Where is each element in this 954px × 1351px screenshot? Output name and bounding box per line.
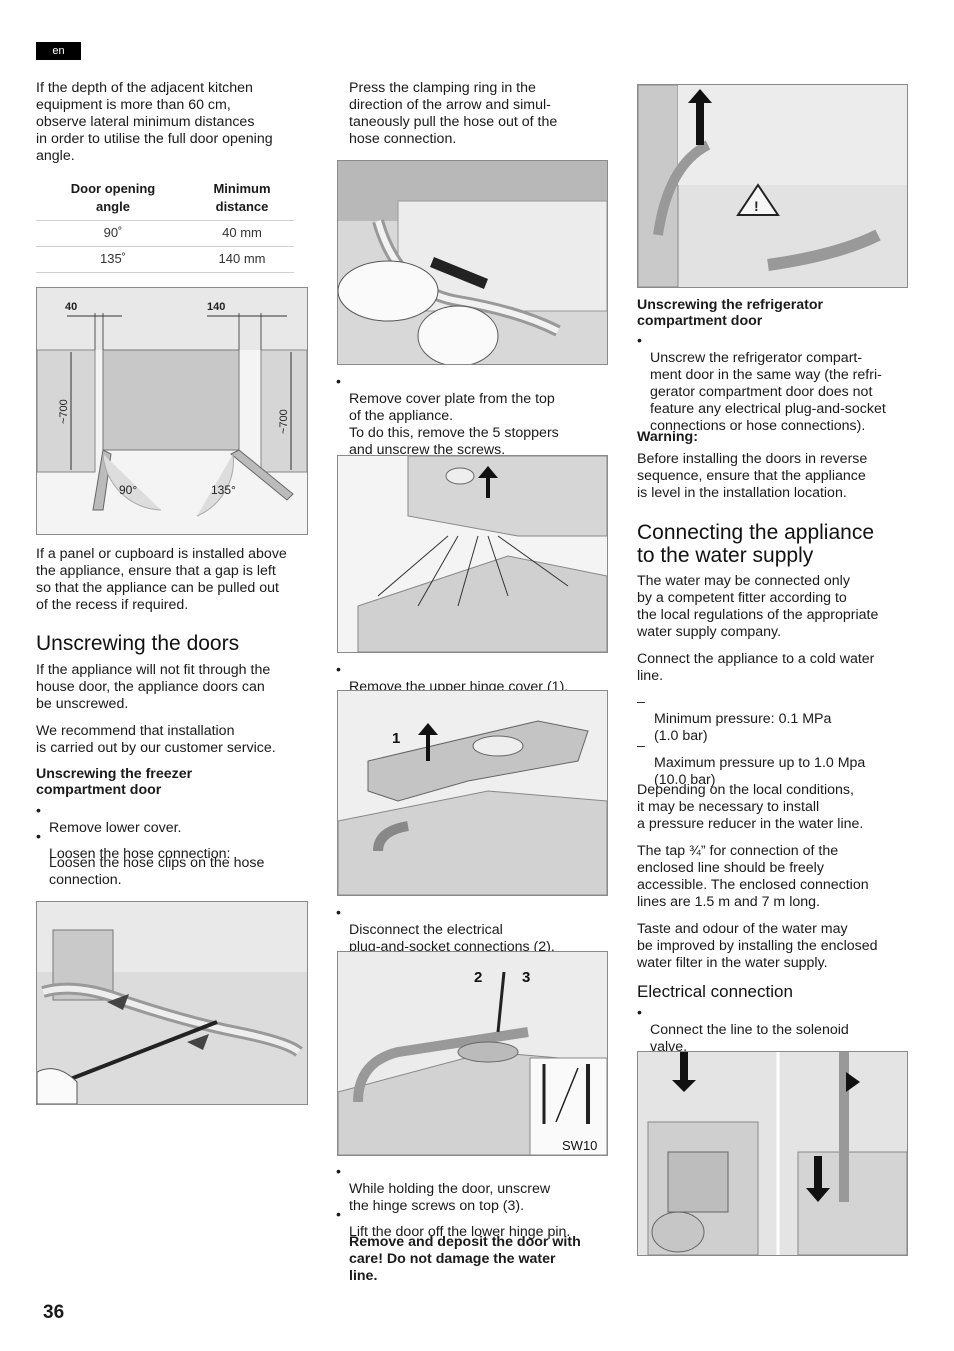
list-item: –Minimum pressure: 0.1 MPa (1.0 bar)	[637, 694, 832, 745]
table-row: 135˚ 140 mm	[36, 246, 294, 273]
water-paragraph-1: The water may be connected only by a com…	[637, 573, 879, 640]
height-left-label: ~700	[58, 399, 70, 424]
table-header-row: Door opening angle Minimum distance	[36, 178, 294, 221]
door-warning-bold: Remove and deposit the door with care! D…	[349, 1234, 581, 1284]
table-header-distance: Minimum distance	[213, 181, 271, 214]
water-paragraph-3: Depending on the local conditions, it ma…	[637, 782, 864, 832]
bullet-icon: •	[36, 803, 41, 819]
water-paragraph-2: Connect the appliance to a cold water li…	[637, 651, 875, 684]
cover-plate-illustration	[337, 455, 608, 653]
clearance-diagram: 40 140 ~700 ~700 90° 135°	[36, 287, 308, 535]
distance-table: Door opening angle Minimum distance 90˚ …	[36, 178, 294, 273]
bullet-text: Maximum pressure up to 1.0 Mpa (10.0 bar…	[654, 755, 866, 788]
bullet-icon: •	[336, 662, 341, 678]
heading-electrical: Electrical connection	[637, 982, 793, 1001]
freezer-subheading: Unscrewing the freezer compartment door	[36, 766, 193, 798]
table-cell: 40 mm	[190, 220, 294, 247]
bullet-text: Lift the door off the lower hinge pin.	[349, 1224, 571, 1240]
dash-icon: –	[637, 738, 645, 754]
fridge-door-illustration: !	[637, 84, 908, 288]
panel-note: If a panel or cupboard is installed abov…	[36, 546, 287, 613]
page-number: 36	[43, 1302, 65, 1323]
svg-text:!: !	[754, 198, 759, 214]
hose-note: Loosen the hose clips on the hose connec…	[49, 855, 265, 888]
list-item: • Unscrew the refrigerator compart- ment …	[637, 333, 886, 435]
clearance-diagram-svg: 40 140 ~700 ~700 90° 135°	[37, 288, 307, 517]
cover-plate-svg	[357, 456, 607, 652]
bullet-text: Unscrew the refrigerator compart- ment d…	[650, 350, 886, 434]
heading-water-supply: Connecting the appliance to the water su…	[637, 521, 875, 567]
bullet-icon: •	[336, 1207, 341, 1223]
list-item: • Remove cover plate from the top of the …	[336, 374, 559, 459]
clamp-paragraph: Press the clamping ring in the direction…	[349, 80, 558, 147]
bullet-text: Minimum pressure: 0.1 MPa (1.0 bar)	[654, 711, 832, 744]
bullet-text: Connect the line to the solenoid valve.	[650, 1022, 849, 1055]
height-right-label: ~700	[278, 409, 290, 434]
bullet-text: While holding the door, unscrew the hing…	[349, 1181, 551, 1214]
bullet-text: Remove lower cover.	[49, 820, 182, 836]
bullet-icon: •	[637, 1005, 642, 1021]
connector-illustration: 2 3 SW10	[337, 951, 608, 1156]
dash-icon: –	[637, 694, 645, 710]
dim-left-label: 40	[65, 301, 77, 313]
connector-svg: 2 3 SW10	[338, 969, 607, 1155]
table-header-angle: Door opening angle	[70, 181, 156, 214]
table-cell: 140 mm	[190, 246, 294, 273]
bullet-text: Remove cover plate from the top of the a…	[349, 391, 559, 458]
list-item: • While holding the door, unscrew the hin…	[336, 1164, 551, 1215]
fridge-subheading: Unscrewing the refrigerator compartment …	[637, 297, 824, 329]
clamp-ring-svg	[338, 161, 607, 364]
bullet-text: Loosen the hose connection:	[49, 846, 231, 862]
bullet-icon: •	[336, 905, 341, 921]
list-item: • Loosen the hose connection:	[36, 829, 231, 863]
bullet-icon: •	[336, 1164, 341, 1180]
language-badge: en	[36, 42, 81, 60]
angle-left-label: 90°	[119, 483, 137, 497]
intro-paragraph: If the depth of the adjacent kitchen equ…	[36, 80, 273, 164]
table-row: 90˚ 40 mm	[36, 220, 294, 247]
hose-clip-svg	[37, 902, 307, 1104]
bullet-icon: •	[36, 829, 41, 845]
figure-label-sw10: SW10	[562, 1138, 597, 1153]
warning-label: Warning:	[637, 429, 698, 445]
figure-label-2: 2	[474, 969, 482, 986]
list-item: –Maximum pressure up to 1.0 Mpa (10.0 ba…	[637, 738, 866, 789]
figure-label-1: 1	[392, 730, 400, 747]
hinge-cover-illustration: 1	[337, 690, 608, 896]
hose-clip-illustration	[36, 901, 308, 1105]
bullet-icon: •	[336, 374, 341, 390]
water-paragraph-4: The tap ¾” for connection of the enclose…	[637, 843, 869, 910]
fridge-door-svg: !	[638, 85, 907, 287]
warning-text: Before installing the doors in reverse s…	[637, 451, 868, 501]
doors-paragraph-1: If the appliance will not fit through th…	[36, 662, 271, 712]
angle-right-label: 135°	[211, 483, 236, 497]
table-cell: 90˚	[36, 220, 190, 247]
heading-unscrewing-doors: Unscrewing the doors	[36, 632, 240, 655]
list-item: •Disconnect the electrical plug-and-sock…	[336, 905, 555, 956]
solenoid-valve-illustration	[637, 1051, 908, 1256]
list-item: • Lift the door off the lower hinge pin.	[336, 1207, 571, 1241]
figure-label-3: 3	[522, 969, 530, 986]
bullet-icon: •	[637, 333, 642, 349]
table-cell: 135˚	[36, 246, 190, 273]
solenoid-valve-svg	[647, 1052, 907, 1255]
list-item: • Remove lower cover.	[36, 803, 182, 837]
dim-right-label: 140	[207, 301, 225, 313]
clamp-ring-illustration	[337, 160, 608, 365]
hinge-cover-svg: 1	[338, 720, 607, 895]
water-paragraph-5: Taste and odour of the water may be impr…	[637, 921, 878, 971]
doors-paragraph-2: We recommend that installation is carrie…	[36, 723, 276, 756]
list-item: • Connect the line to the solenoid valve.	[637, 1005, 849, 1056]
